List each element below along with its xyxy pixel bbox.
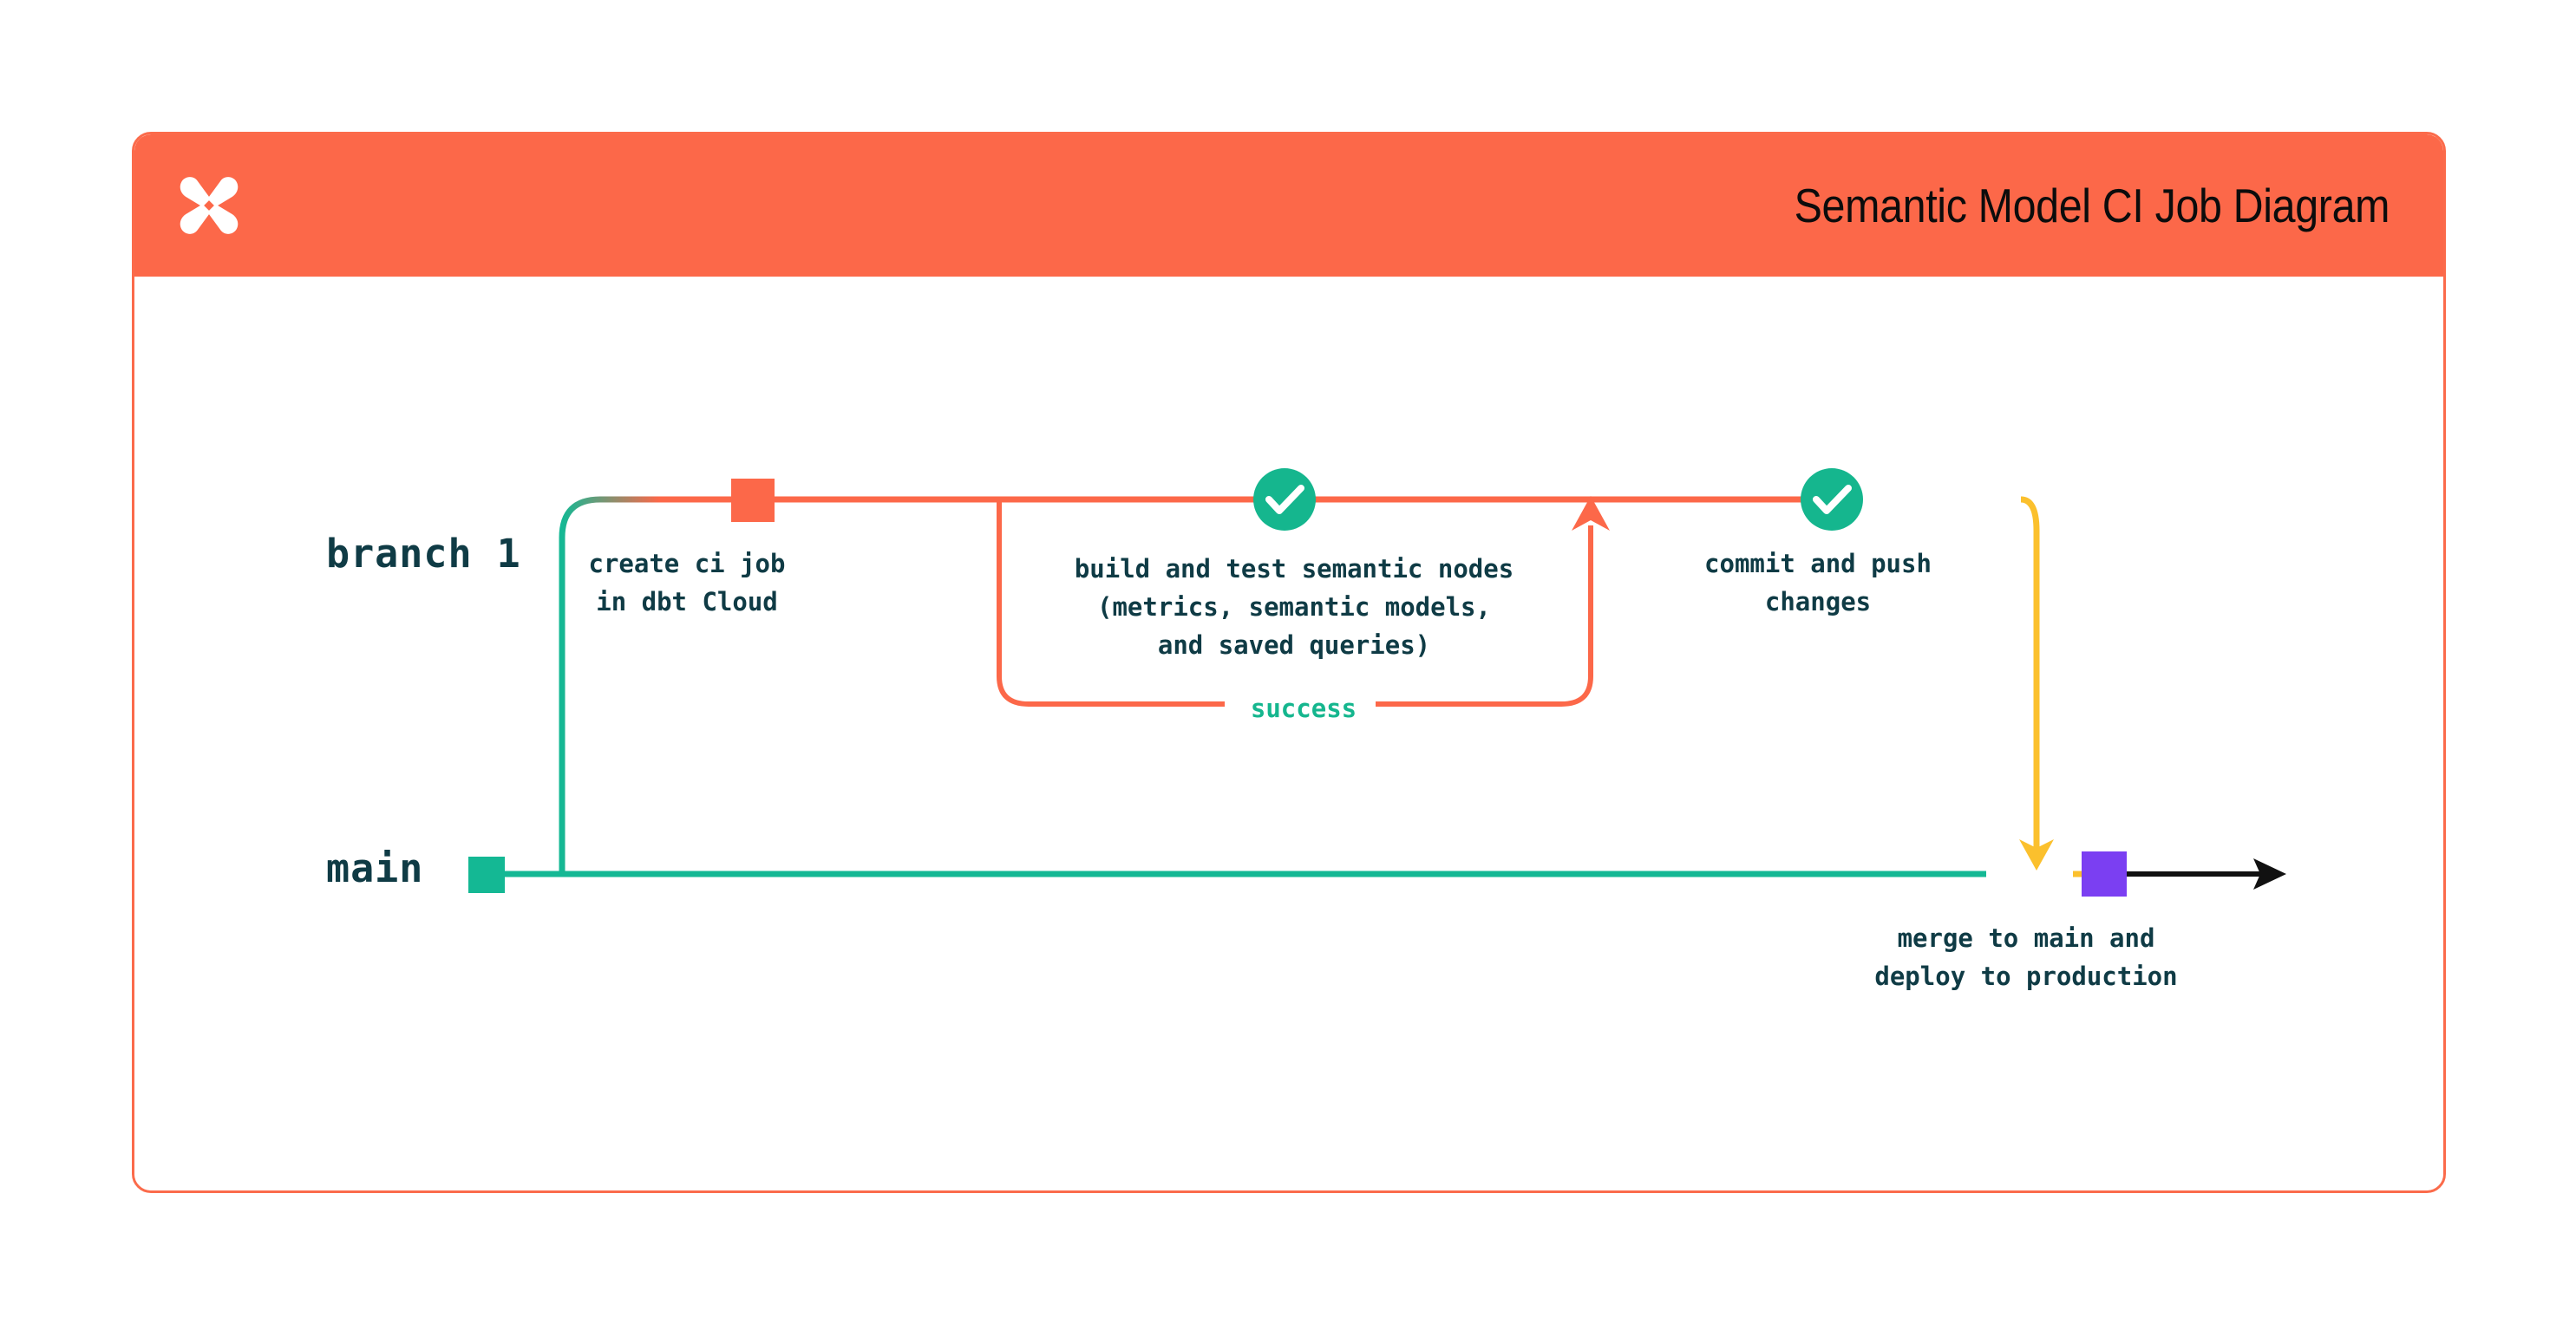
dbt-logo-icon	[180, 177, 239, 234]
node-caption-create-ci-job: create ci job in dbt Cloud	[588, 549, 786, 616]
lane-label-main: main	[326, 845, 424, 891]
node-caption-commit-and-push: commit and push changes	[1704, 549, 1932, 616]
node-caption-build-and-test: build and test semantic nodes (metrics, …	[1074, 554, 1514, 660]
edge-label-success: success	[1232, 694, 1376, 723]
card-body	[134, 277, 2443, 1190]
card-header: Semantic Model CI Job Diagram	[134, 134, 2443, 277]
page-title: Semantic Model CI Job Diagram	[1794, 179, 2390, 232]
node-caption-merge-to-main: merge to main and deploy to production	[1874, 923, 2178, 991]
lane-label-branch-1: branch 1	[326, 531, 521, 577]
diagram-card: Semantic Model CI Job Diagram	[132, 132, 2446, 1193]
